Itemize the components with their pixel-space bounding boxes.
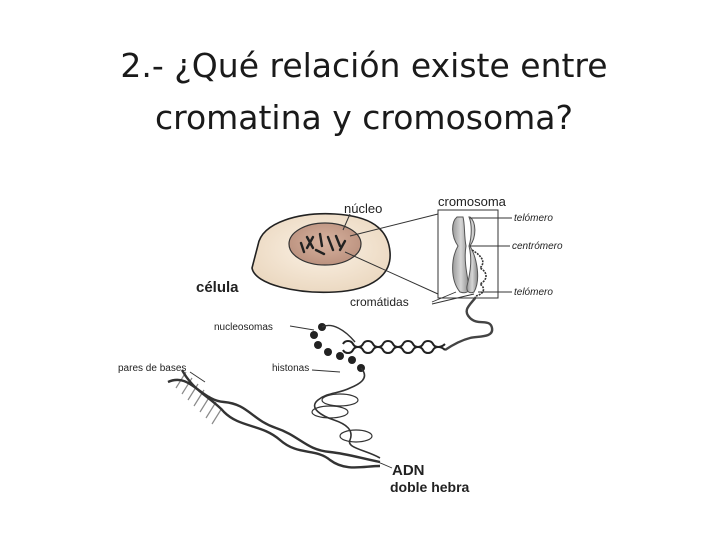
label-telomero-top: telómero (514, 213, 553, 224)
nucleosome-linker (322, 325, 355, 342)
label-celula: célula (196, 279, 239, 296)
solenoid-coil (343, 341, 445, 353)
histonas-leader (312, 370, 340, 372)
adn-leader (378, 462, 392, 468)
chromatin-fiber (445, 297, 492, 350)
pares-leader (190, 372, 205, 382)
label-telomero-bottom: telómero (514, 287, 553, 298)
label-doble-hebra: doble hebra (390, 479, 470, 495)
label-pares-de-bases: pares de bases (118, 363, 186, 374)
label-nucleosomas: nucleosomas (214, 322, 273, 333)
label-adn: ADN (392, 462, 425, 479)
label-cromosoma: cromosoma (438, 194, 507, 209)
label-histonas: histonas (272, 363, 309, 374)
nucleus (289, 223, 361, 265)
histone-loops (312, 394, 372, 442)
label-nucleo: núcleo (344, 201, 382, 216)
label-cromatidas: cromátidas (350, 295, 409, 309)
label-centromero: centrómero (512, 241, 563, 252)
nucleosomas-leader (290, 326, 314, 330)
dna-double-helix (168, 370, 380, 468)
